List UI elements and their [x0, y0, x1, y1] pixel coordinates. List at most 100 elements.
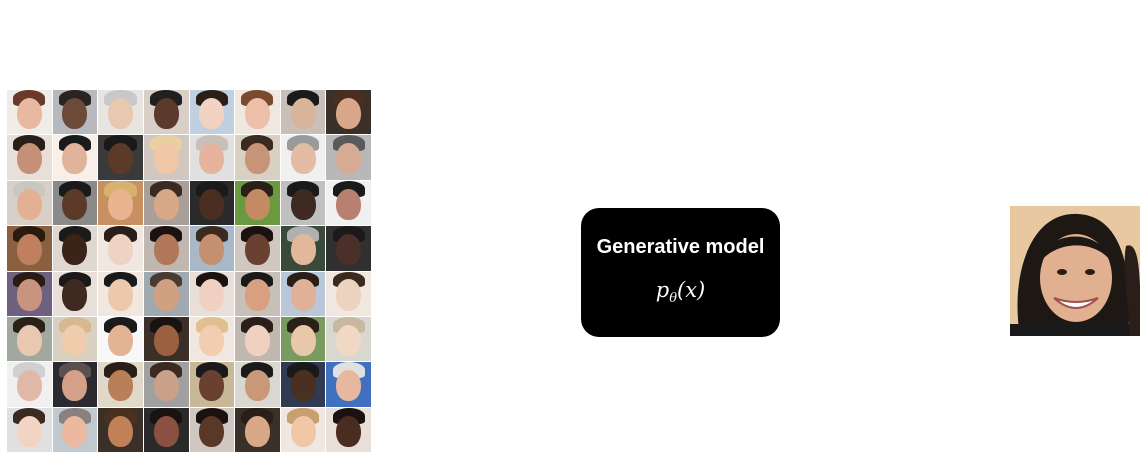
- face-skin: [16, 370, 42, 402]
- face-thumbnail: [98, 135, 143, 180]
- face-skin: [290, 97, 316, 130]
- face-skin: [16, 279, 42, 311]
- face-skin: [290, 143, 316, 175]
- face-skin: [199, 97, 225, 130]
- face-skin: [153, 370, 179, 402]
- face-thumbnail: [52, 316, 98, 362]
- face-skin: [16, 324, 42, 356]
- face-skin: [16, 143, 42, 175]
- face-thumbnail: [280, 271, 326, 316]
- face-thumbnail: [98, 316, 143, 362]
- face-skin: [336, 234, 362, 266]
- training-faces-grid: [7, 90, 371, 452]
- face-thumbnail: [143, 271, 189, 316]
- face-thumbnail: [143, 226, 189, 271]
- face-thumbnail: [143, 316, 189, 362]
- face-skin: [16, 234, 42, 266]
- face-thumbnail: [326, 180, 371, 226]
- formula-subscript: θ: [669, 291, 678, 307]
- face-thumbnail: [52, 226, 98, 271]
- face-thumbnail: [189, 407, 235, 452]
- face-skin: [336, 97, 362, 130]
- face-thumbnail: [189, 226, 235, 271]
- face-skin: [199, 279, 225, 311]
- face-thumbnail: [326, 226, 371, 271]
- face-skin: [199, 234, 225, 266]
- face-thumbnail: [143, 135, 189, 180]
- face-thumbnail: [280, 90, 326, 135]
- face-skin: [290, 234, 316, 266]
- face-skin: [108, 97, 134, 130]
- face-thumbnail: [143, 407, 189, 452]
- face-skin: [336, 143, 362, 175]
- face-thumbnail: [189, 362, 235, 407]
- model-title: Generative model: [596, 236, 765, 258]
- face-skin: [336, 279, 362, 311]
- face-thumbnail: [235, 407, 280, 452]
- face-skin: [244, 324, 270, 356]
- face-thumbnail: [98, 362, 143, 407]
- face-thumbnail: [326, 135, 371, 180]
- face-skin: [108, 143, 134, 175]
- face-thumbnail: [7, 271, 52, 316]
- face-skin: [153, 234, 179, 266]
- face-thumbnail: [52, 180, 98, 226]
- face-thumbnail: [280, 362, 326, 407]
- face-skin: [153, 97, 179, 130]
- face-thumbnail: [98, 90, 143, 135]
- formula-symbol: p: [655, 278, 670, 302]
- face-skin: [108, 324, 134, 356]
- face-skin: [244, 415, 270, 447]
- face-thumbnail: [189, 180, 235, 226]
- face-thumbnail: [7, 135, 52, 180]
- face-skin: [62, 97, 88, 130]
- face-skin: [153, 324, 179, 356]
- face-skin: [199, 415, 225, 447]
- face-thumbnail: [280, 135, 326, 180]
- face-thumbnail: [235, 316, 280, 362]
- face-thumbnail: [235, 180, 280, 226]
- face-thumbnail: [235, 271, 280, 316]
- face-skin: [199, 324, 225, 356]
- face-skin: [336, 324, 362, 356]
- face-skin: [290, 324, 316, 356]
- face-thumbnail: [98, 407, 143, 452]
- face-skin: [16, 188, 42, 220]
- face-thumbnail: [280, 407, 326, 452]
- face-skin: [199, 143, 225, 175]
- face-thumbnail: [235, 135, 280, 180]
- face-skin: [62, 324, 88, 356]
- face-skin: [108, 415, 134, 447]
- face-skin: [153, 143, 179, 175]
- face-skin: [290, 279, 316, 311]
- face-thumbnail: [7, 180, 52, 226]
- face-thumbnail: [143, 180, 189, 226]
- face-skin: [290, 188, 316, 220]
- face-skin: [62, 234, 88, 266]
- face-skin: [62, 370, 88, 402]
- face-skin: [16, 97, 42, 130]
- face-thumbnail: [7, 407, 52, 452]
- face-thumbnail: [189, 316, 235, 362]
- face-thumbnail: [235, 226, 280, 271]
- formula-argument: (x): [677, 278, 706, 302]
- generated-sample-face: [1010, 206, 1140, 336]
- face-thumbnail: [326, 362, 371, 407]
- face-skin: [336, 415, 362, 447]
- face-skin: [62, 415, 88, 447]
- face-thumbnail: [52, 271, 98, 316]
- face-skin: [62, 279, 88, 311]
- face-thumbnail: [189, 271, 235, 316]
- face-thumbnail: [280, 316, 326, 362]
- face-skin: [108, 279, 134, 311]
- face-skin: [199, 370, 225, 402]
- face-thumbnail: [98, 180, 143, 226]
- face-thumbnail: [98, 226, 143, 271]
- face-thumbnail: [189, 90, 235, 135]
- face-thumbnail: [280, 226, 326, 271]
- face-thumbnail: [189, 135, 235, 180]
- face-thumbnail: [326, 90, 371, 135]
- face-skin: [244, 143, 270, 175]
- face-skin: [153, 188, 179, 220]
- generative-model-box: Generative model pθ(x): [581, 208, 780, 337]
